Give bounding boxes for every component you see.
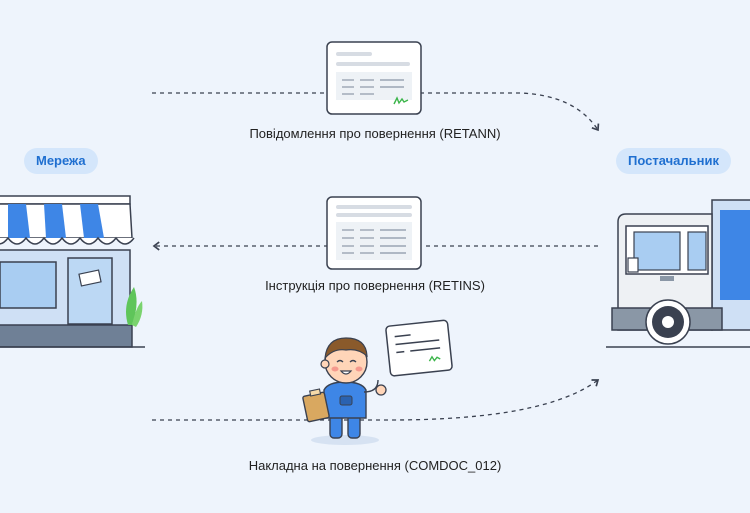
flow-label-retann: Повідомлення про повернення (RETANN) xyxy=(249,126,501,141)
courier-icon xyxy=(302,337,387,445)
document-icon xyxy=(385,319,453,377)
flow-label-comdoc: Накладна на повернення (COMDOC_012) xyxy=(248,458,502,473)
truck-icon xyxy=(606,199,750,348)
document-icon xyxy=(326,196,422,270)
arrow-retann xyxy=(152,92,598,130)
network-label: Мережа xyxy=(24,148,98,174)
flow-label-retins: Інструкція про повернення (RETINS) xyxy=(265,278,485,293)
document-icon xyxy=(326,41,422,115)
supplier-label: Постачальник xyxy=(616,148,731,174)
arrow-comdoc xyxy=(152,379,600,421)
store-icon xyxy=(0,195,145,348)
